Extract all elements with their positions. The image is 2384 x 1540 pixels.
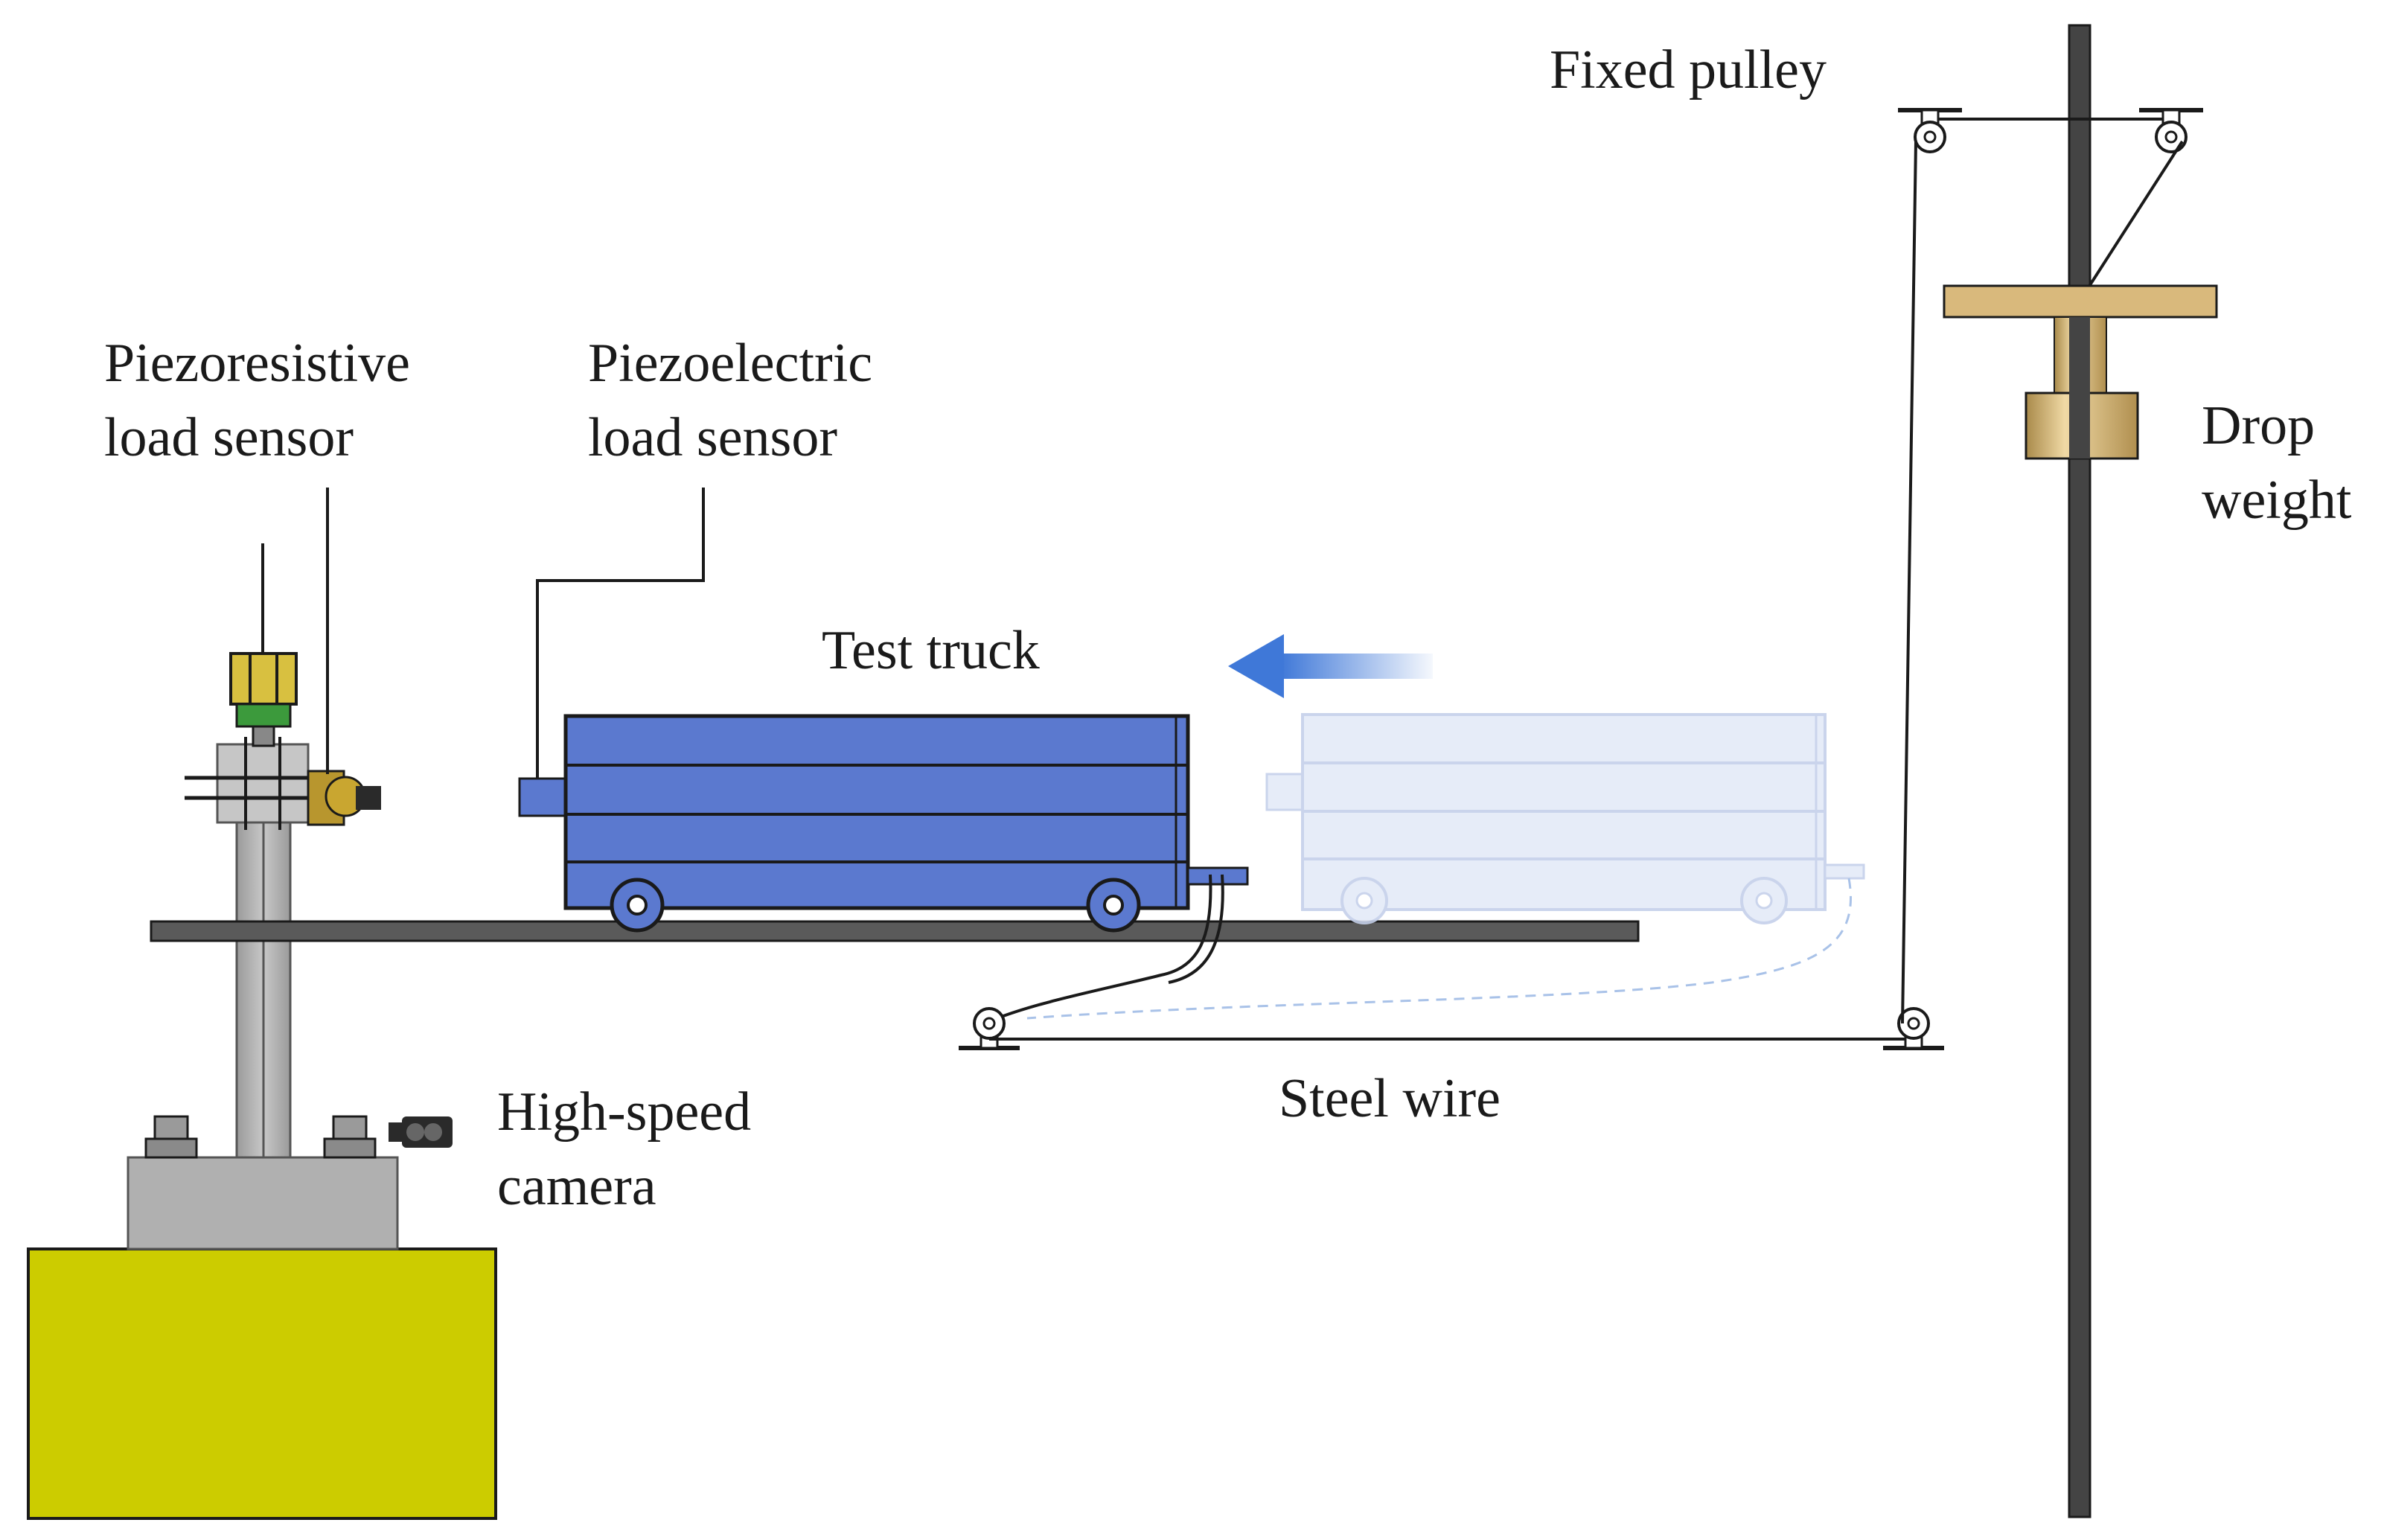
top-connector-ring <box>235 703 292 728</box>
steel-wire-vertical <box>1901 141 1917 1024</box>
pedestal-bolt-right <box>323 1115 377 1159</box>
label-high-speed-camera-line1: High-speed <box>497 1081 751 1143</box>
truck-body <box>563 714 1190 910</box>
steel-wire-dashed <box>1026 878 1853 1020</box>
fixed-pulley-right <box>2139 108 2203 153</box>
test-truck-ghost <box>1265 713 1865 924</box>
label-high-speed-camera-line2: camera <box>497 1156 656 1217</box>
arrow-left-icon <box>1228 634 1433 698</box>
steel-wire-diagonal <box>2087 140 2184 289</box>
pedestal <box>127 1156 399 1250</box>
top-connector <box>229 652 298 706</box>
truck-wheel-front <box>610 878 665 933</box>
sensor-housing <box>216 743 310 824</box>
truck-wheel-rear <box>1086 878 1141 933</box>
steel-wire-hitch-loop <box>997 874 1212 1020</box>
label-test-truck: Test truck <box>822 620 1040 681</box>
pulley-lower-right <box>1883 1007 1944 1050</box>
label-piezoresistive-line2: load sensor <box>104 407 354 468</box>
pulley-lower-left <box>959 1007 1020 1050</box>
piezoresistive-sensor <box>307 770 381 826</box>
pedestal-bolt-left <box>144 1115 198 1159</box>
test-truck <box>518 714 1249 933</box>
truck-rear-hitch <box>1186 866 1249 886</box>
label-steel-wire: Steel wire <box>1279 1068 1501 1129</box>
label-piezoelectric-line1: Piezoelectric <box>588 333 872 394</box>
fixed-pulley-left <box>1898 108 1962 153</box>
drop-weight-crossbar <box>1943 284 2218 319</box>
guide-pole <box>2068 24 2091 1518</box>
label-drop-weight-line1: Drop <box>2202 395 2315 456</box>
track-beam <box>150 920 1640 942</box>
camera-icon <box>389 1116 453 1148</box>
piezoelectric-leader <box>536 488 705 779</box>
label-piezoresistive-line1: Piezoresistive <box>104 333 410 394</box>
base-block <box>27 1247 497 1520</box>
label-drop-weight-line2: weight <box>2202 470 2352 531</box>
label-fixed-pulley: Fixed pulley <box>1550 39 1827 100</box>
truck-front-plate <box>518 777 567 817</box>
label-piezoelectric-line2: load sensor <box>588 407 837 468</box>
